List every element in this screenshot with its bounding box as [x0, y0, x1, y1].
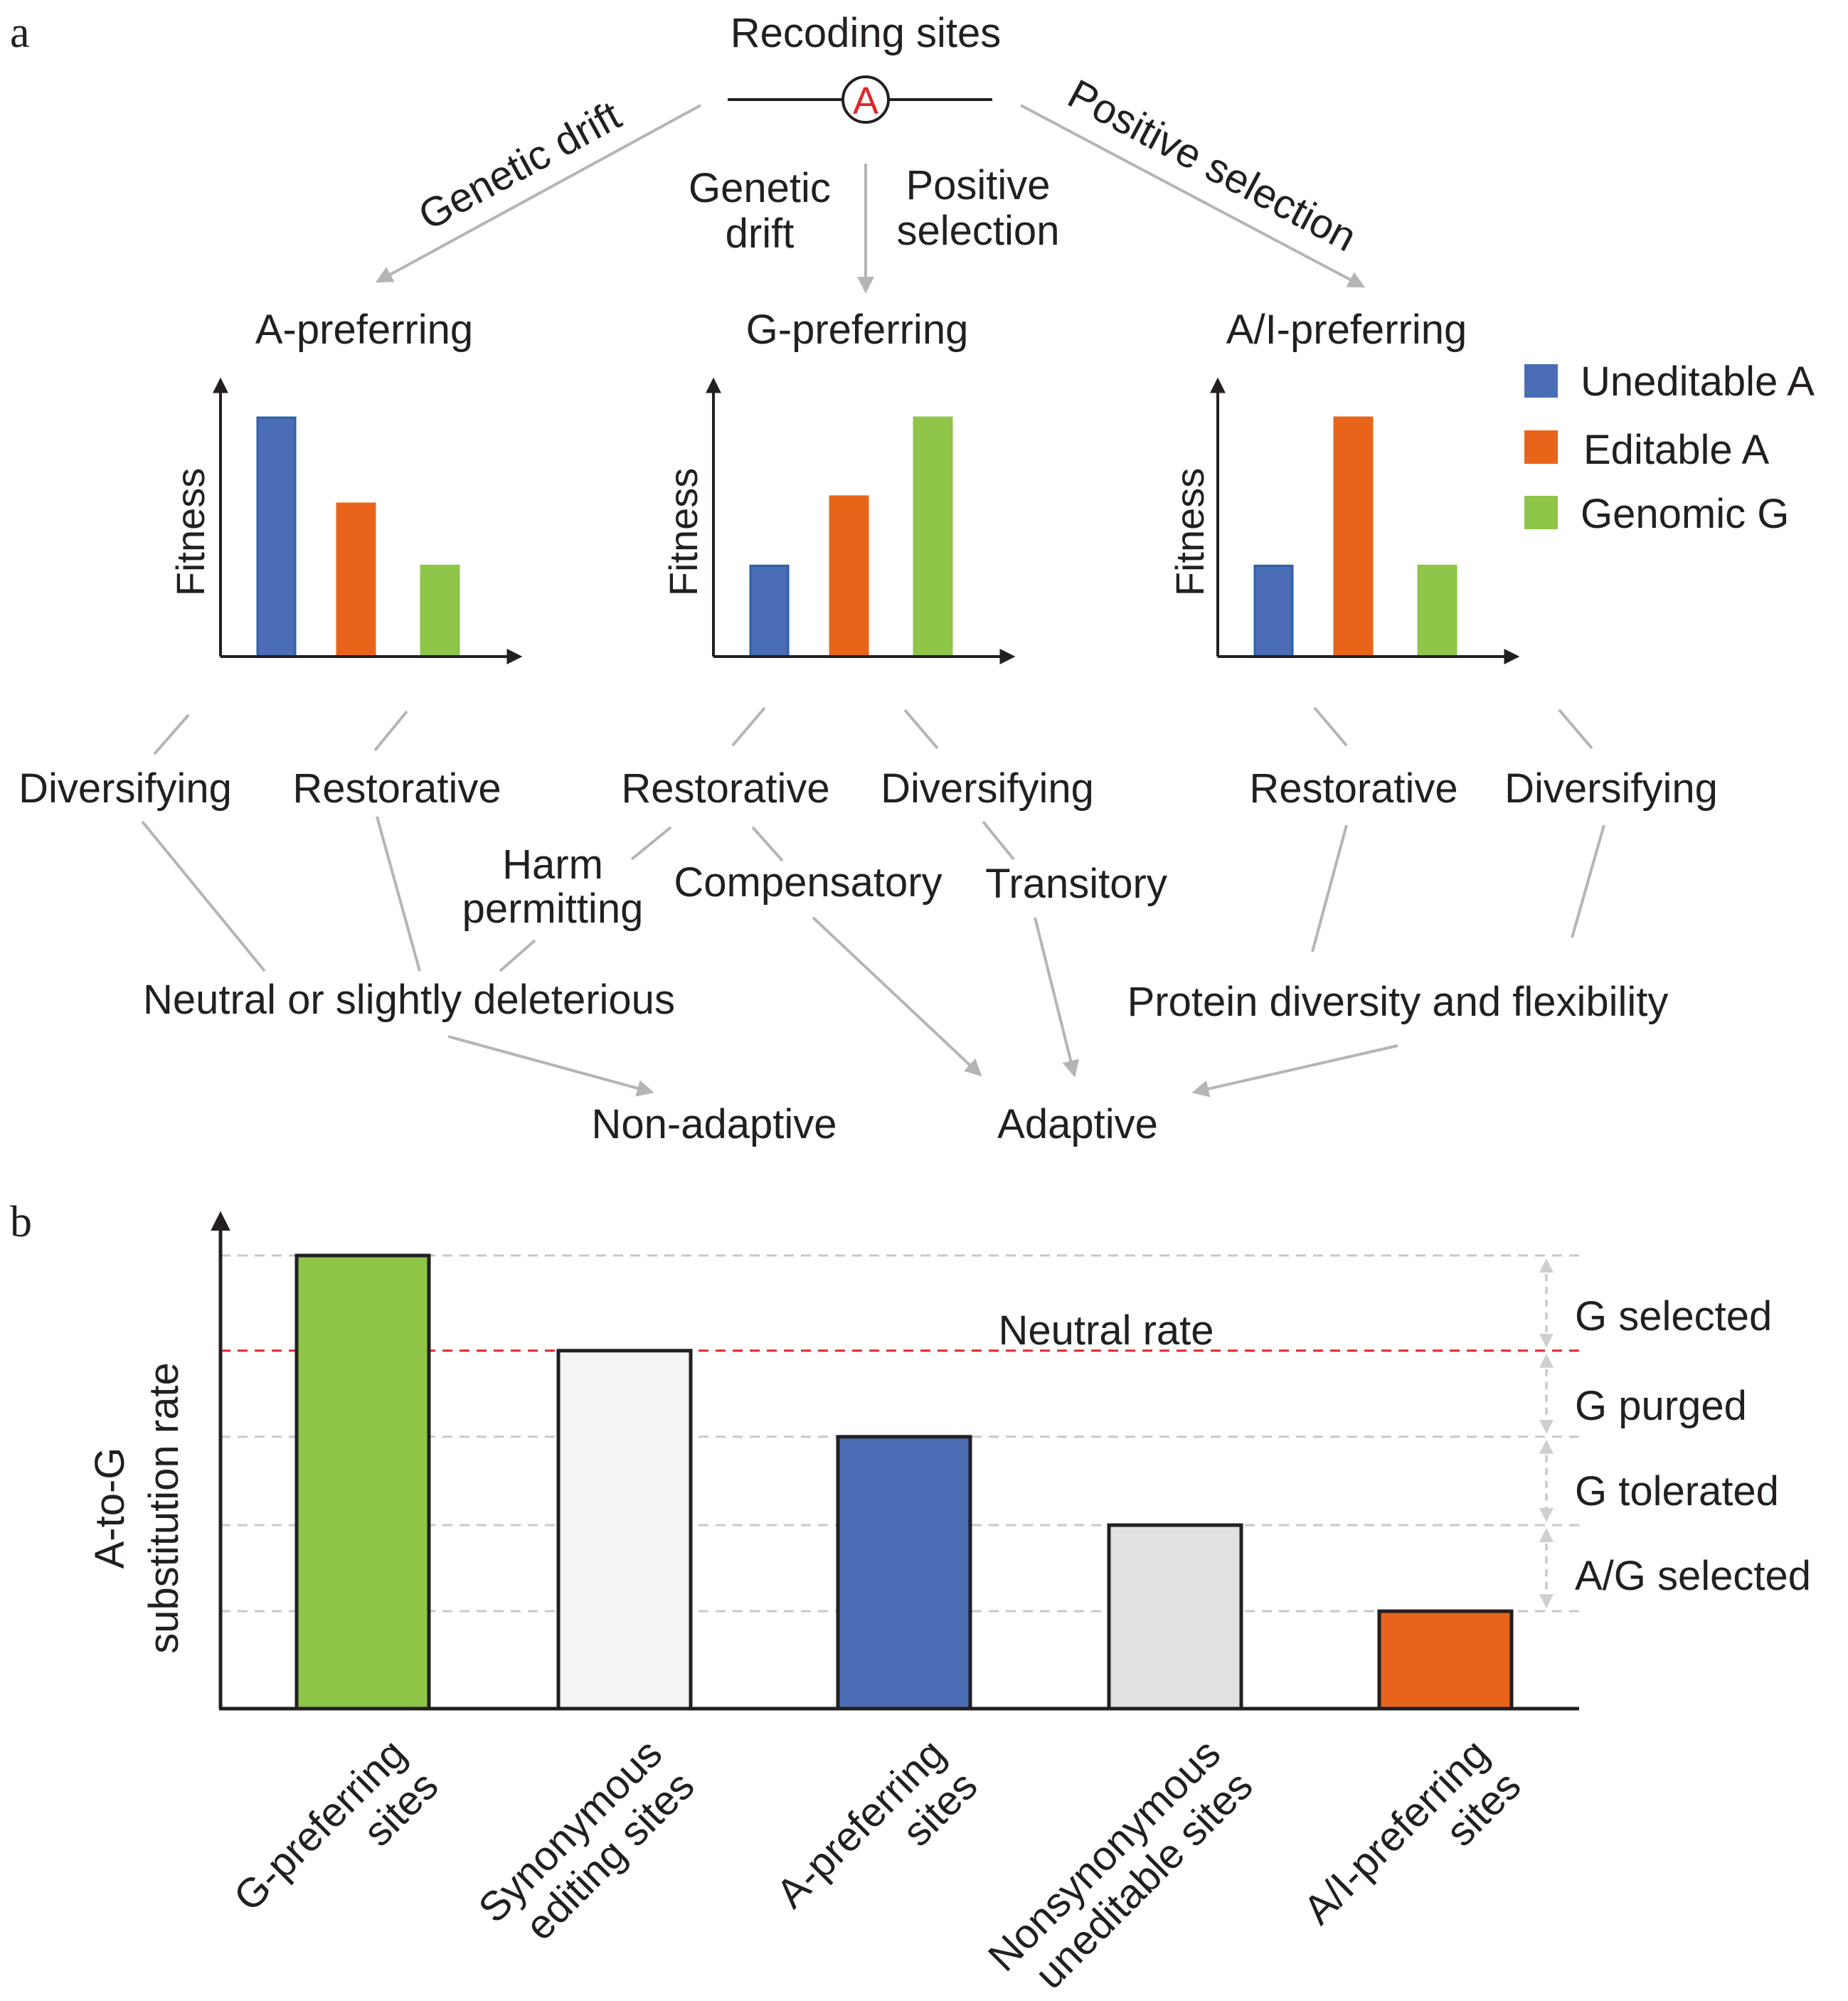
connector [1313, 706, 1348, 747]
fitness-bar [1253, 564, 1294, 658]
connector [751, 826, 784, 862]
fitness-bar [829, 495, 869, 658]
outcome-arrows [447, 916, 1398, 1098]
connector [1571, 824, 1605, 938]
arrow-protein-to-adaptive [1191, 1044, 1398, 1098]
arrow-compensatory-to-adaptive [812, 916, 982, 1077]
substitution-rate-bar [556, 1349, 693, 1711]
label-neutral-or-slightly-deleterious: Neutral or slightly deleterious [143, 977, 675, 1023]
edited-site-letter: A [853, 80, 878, 122]
fitness-axis-label: Fitness [168, 468, 213, 597]
legend: Uneditable A Editable A Genomic G [1524, 359, 1815, 537]
connector [153, 713, 190, 755]
connector [982, 820, 1015, 861]
mini-chart-title: G-preferring [746, 307, 969, 353]
path-label-genetic-drift-mid-2: drift [726, 211, 795, 257]
outcome-non-adaptive: Non-adaptive [592, 1101, 837, 1147]
fitness-bar [913, 416, 953, 658]
fitness-bar [1417, 564, 1457, 658]
substitution-rate-bar [1377, 1609, 1514, 1711]
connector [630, 826, 672, 861]
fitness-bar [1333, 416, 1374, 658]
y-axis-label-line-2: substitution rate [141, 1362, 187, 1653]
label-a-restorative: Restorative [292, 765, 501, 812]
reference-lines [221, 1254, 1579, 1613]
path-label-genetic-drift: Genetic drift [411, 92, 629, 240]
path-label-genetic-drift-mid-1: Genetic [689, 165, 831, 211]
label-compensatory: Compensatory [674, 859, 942, 906]
connector [1558, 708, 1593, 750]
substitution-rate-bar [294, 1253, 431, 1711]
label-g-diversifying: Diversifying [881, 765, 1094, 812]
fitness-bar [256, 416, 297, 658]
connector [903, 708, 939, 750]
path-label-positive-selection-mid-2: selection [897, 208, 1060, 254]
y-axis-label-line-1: A-to-G [87, 1448, 133, 1569]
path-label-positive-selection: Positive selection [1061, 70, 1364, 260]
fitness-axis-label: Fitness [661, 468, 706, 597]
connector [499, 939, 536, 972]
recoding-sites-title: Recoding sites [731, 10, 1001, 56]
arrow-to-ai-preferring [1020, 104, 1366, 288]
neutral-rate-label: Neutral rate [998, 1307, 1214, 1354]
legend-swatch-genomic-g [1524, 496, 1558, 529]
panel-a: a Recoding sites A Genetic drift Genetic… [10, 9, 1815, 1147]
mechanism-connectors [141, 816, 1605, 972]
substitution-rate-bar [1107, 1523, 1243, 1711]
label-transitory: Transitory [985, 861, 1167, 907]
zone-label-g-tolerated: G tolerated [1575, 1468, 1779, 1514]
legend-swatch-editable-a [1524, 430, 1558, 464]
label-g-restorative: Restorative [621, 765, 829, 812]
connector [376, 816, 421, 972]
connector [373, 710, 408, 752]
mini-chart-g-preferring: G-preferring Fitness [661, 307, 1016, 664]
legend-label-genomic-g: Genomic G [1581, 491, 1789, 537]
fitness-bar [336, 502, 376, 658]
panel-b-label: b [10, 1198, 32, 1246]
axes [211, 1211, 1579, 1711]
panel-b: b A-to-G substitution rate Neutral rate … [10, 1198, 1811, 1998]
edited-site-circle [841, 75, 890, 124]
zone-label-g-purged: G purged [1575, 1383, 1747, 1429]
path-label-positive-selection-mid-1: Positive [906, 162, 1050, 208]
panel-a-label: a [10, 9, 30, 57]
legend-swatch-uneditable-a [1524, 364, 1558, 398]
fitness-axis-label: Fitness [1167, 468, 1212, 597]
mini-chart-title: A-preferring [255, 307, 473, 353]
label-harm-permitting-2: permitting [462, 886, 644, 932]
label-protein-diversity: Protein diversity and flexibility [1127, 979, 1669, 1025]
arrow-to-non-adaptive [447, 1035, 654, 1097]
legend-label-editable-a: Editable A [1583, 427, 1770, 473]
fitness-bar [420, 564, 460, 658]
legend-label-uneditable-a: Uneditable A [1581, 359, 1815, 405]
label-a-diversifying: Diversifying [18, 765, 232, 812]
label-harm-permitting-1: Harm [502, 842, 603, 888]
arrow-to-a-preferring [375, 104, 701, 283]
label-ai-restorative: Restorative [1249, 765, 1457, 812]
substitution-rate-bar [836, 1435, 972, 1711]
label-ai-diversifying: Diversifying [1504, 765, 1718, 812]
fitness-bar [749, 564, 790, 658]
outcome-adaptive: Adaptive [997, 1101, 1158, 1147]
mini-chart-a-preferring: A-preferring Fitness [168, 307, 523, 664]
connector [1311, 824, 1348, 952]
bars [294, 1253, 1514, 1711]
zone-label-ag-selected: A/G selected [1575, 1553, 1811, 1599]
chart-connectors [153, 706, 1593, 755]
connector [141, 820, 266, 972]
zone-label-g-selected: G selected [1575, 1293, 1772, 1339]
arrow-transitory-to-adaptive [1034, 917, 1079, 1078]
mini-chart-ai-preferring: A/I-preferring Fitness [1167, 307, 1520, 664]
connector [731, 706, 766, 747]
mini-chart-title: A/I-preferring [1226, 307, 1467, 353]
